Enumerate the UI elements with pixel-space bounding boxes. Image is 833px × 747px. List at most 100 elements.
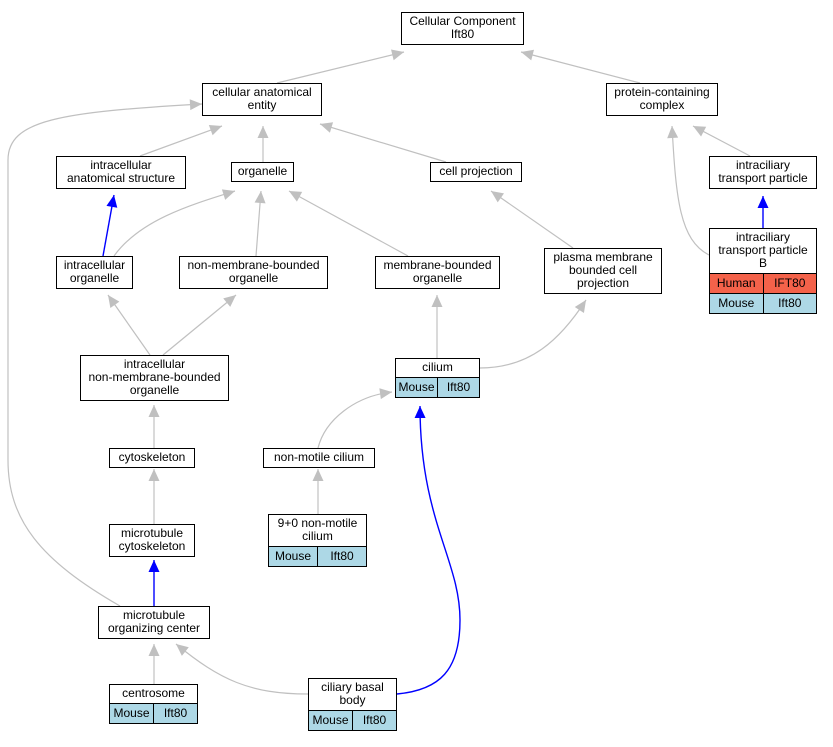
edge-is-a-cbb-to-mtoc-arrowhead [176,644,189,656]
edge-is-a-cbb-to-mtoc-line [175,643,309,695]
edge-part-of-intorg-to-ias [102,194,118,257]
edge-is-a-nmbo-to-organelle-arrowhead [254,191,266,204]
edge-is-a-pmbcp-to-cellproj-arrowhead [491,191,504,203]
node-label-line: organelle [237,164,288,178]
gene-cell: Ift80 [762,294,817,313]
edge-is-a-itp-to-pcc-arrowhead [693,126,707,137]
edge-is-a-cellproj-to-cae-arrowhead [320,122,334,133]
edge-part-of-mtoc-to-mtcs [148,560,160,606]
node-organelle[interactable]: organelle [231,162,294,182]
node-label-line: intracellular [63,258,126,272]
node-label-line: organizing center [107,621,201,635]
species-cell: Human [716,276,756,290]
node-label-line: 9+0 non-motile [277,516,358,530]
edge-is-a-mtoc-to-cae-line [7,103,203,607]
node-label-line: intracellular [123,357,186,371]
edge-is-a-mbo-to-organelle-line [288,190,409,257]
gene-cell: Ift80 [317,547,366,566]
edge-is-a-pmbcp-to-cellproj [490,190,574,249]
species-cell: Mouse [718,296,755,310]
node-label-line: organelle [129,383,180,397]
node-label-line: transport particle [718,243,808,257]
edge-is-a-itpb-to-pcc-arrowhead [667,126,679,139]
node-label: cytoskeleton [110,449,194,467]
edge-is-a-cbb-to-mtoc [175,643,309,695]
edge-is-a-cae-to-root-line [276,51,405,84]
edge-is-a-mbo-to-organelle-arrowhead [289,191,303,202]
node-nmc[interactable]: non-motile cilium [263,448,375,468]
node-label-line: body [339,693,366,707]
edge-part-of-itpb-to-itp [757,196,769,228]
node-label-line: projection [576,276,630,290]
edge-is-a-intorg-to-organelle [113,189,236,257]
node-label-line: microtubule [122,608,186,622]
node-cellproj[interactable]: cell projection [430,162,522,182]
edge-is-a-cae-to-root-arrowhead [391,49,404,61]
node-label-line: plasma membrane [553,250,653,264]
edge-is-a-pmbcp-to-cellproj-line [490,190,574,249]
edge-is-a-nmc-to-cilium [317,388,393,449]
node-label-line: cytoskeleton [118,539,186,553]
edge-is-a-mtcs-to-cytoskeleton-arrowhead [148,469,160,481]
edge-is-a-nmbo-to-organelle [254,190,266,257]
node-label-line: cilium [302,529,333,543]
edge-is-a-inmbo-to-intorg-line [107,294,151,356]
node-label-line: organelle [69,271,120,285]
edge-part-of-cbb-to-cilium-arrowhead [414,406,426,419]
node-label-line: centrosome [122,686,185,700]
edge-is-a-itpb-to-pcc [667,125,710,256]
edge-is-a-cellproj-to-cae-line [319,123,447,163]
node-label-line: non-membrane-bounded [187,258,320,272]
species-cell: Mouse [312,713,349,727]
gene-cell: Ift80 [437,378,479,397]
edge-is-a-mtcs-to-cytoskeleton [148,469,160,524]
node-label-line: entity [247,98,277,112]
node-label-line: non-membrane-bounded [88,370,221,384]
edge-is-a-cytoskeleton-to-inmbo-arrowhead [148,405,160,417]
edge-is-a-pcc-to-root [520,49,641,84]
gene-cell: IFT80 [762,274,817,293]
node-label-line: protein-containing [614,85,710,99]
node-label: organelle [232,163,293,181]
edge-is-a-pcc-to-root-line [520,51,641,84]
edge-is-a-mtoc-to-cae [7,99,203,607]
node-label-line: transport particle [718,171,808,185]
edge-is-a-intorg-to-organelle-arrowhead [221,189,235,200]
edge-is-a-organelle-to-cae-arrowhead [257,126,269,138]
edge-part-of-intorg-to-ias-arrowhead [106,195,118,208]
node-label-line: bounded cell [568,263,638,277]
node-label-line: cell projection [439,164,513,178]
node-label: centrosome [110,685,197,703]
node-cytoskeleton[interactable]: cytoskeleton [109,448,195,468]
node-label-line: Cellular Component [409,14,516,28]
